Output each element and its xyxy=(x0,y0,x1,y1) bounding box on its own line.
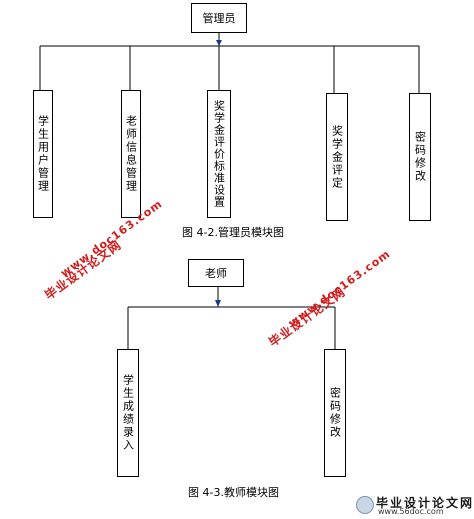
admin-root-label: 管理员 xyxy=(202,12,236,25)
teacher-child-label-1: 学生成绩录入 xyxy=(121,374,135,452)
figure-caption-4-3: 图 4-3.教师模块图 xyxy=(188,486,279,499)
teacher-child-node-2: 密码修改 xyxy=(324,349,346,477)
admin-child-label-3: 奖学金评价标准设置 xyxy=(212,100,226,208)
teacher-root-node: 老师 xyxy=(188,259,244,287)
admin-child-label-1: 学生用户管理 xyxy=(36,115,50,193)
admin-child-node-3: 奖学金评价标准设置 xyxy=(207,90,231,218)
teacher-root-label: 老师 xyxy=(205,267,227,280)
admin-root-node: 管理员 xyxy=(191,3,247,33)
admin-child-label-2: 老师信息管理 xyxy=(124,115,138,193)
admin-child-label-5: 密码修改 xyxy=(413,131,427,183)
arrowhead-2 xyxy=(215,300,221,307)
arrowhead-1 xyxy=(216,40,222,46)
admin-child-node-5: 密码修改 xyxy=(409,93,431,221)
admin-child-node-2: 老师信息管理 xyxy=(121,90,141,218)
admin-child-label-4: 奖学金评定 xyxy=(330,124,344,190)
figure-caption-4-2: 图 4-2.管理员模块图 xyxy=(182,226,284,239)
logo-url: www.56doc.com xyxy=(378,507,444,516)
teacher-child-label-2: 密码修改 xyxy=(328,387,342,439)
admin-child-node-4: 奖学金评定 xyxy=(326,93,348,221)
logo-mark-icon xyxy=(356,496,374,514)
admin-child-node-1: 学生用户管理 xyxy=(33,90,53,218)
site-logo: 毕业设计论文网 www.56doc.com xyxy=(354,494,472,518)
teacher-child-node-1: 学生成绩录入 xyxy=(117,349,139,477)
logo-text: 毕业设计论文网 xyxy=(376,496,474,510)
